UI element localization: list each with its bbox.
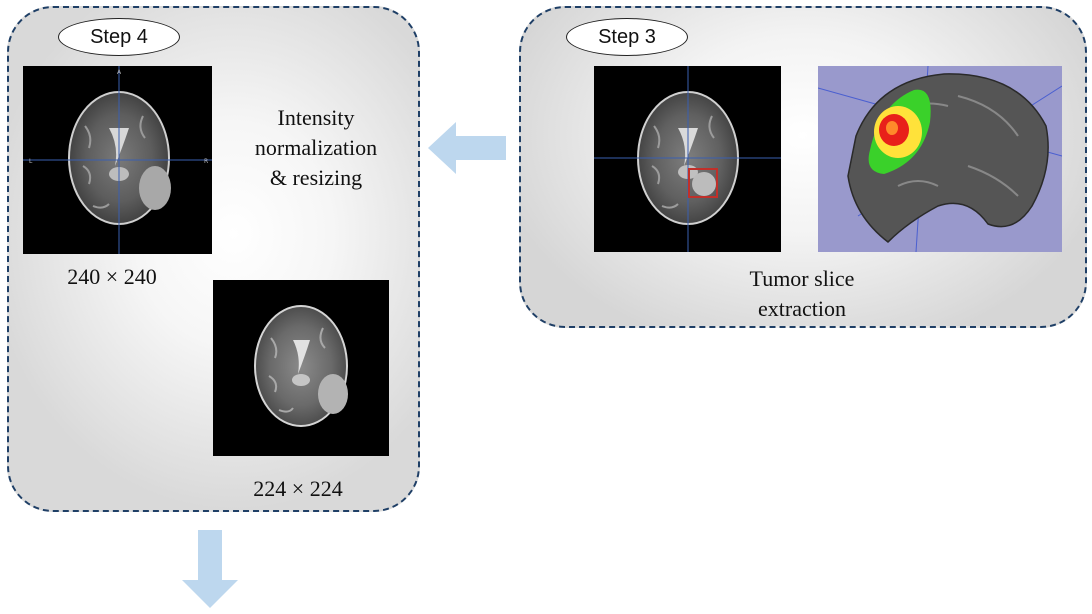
mri-slice-224 — [213, 280, 389, 456]
arrow-down-icon — [182, 530, 238, 608]
step3-caption: Tumor slice extraction — [702, 264, 902, 324]
axis-mark-l: L — [29, 158, 33, 165]
caption-line-2: extraction — [758, 296, 846, 321]
mri-slice-224-graphic — [254, 305, 348, 427]
caption-line-1: Tumor slice — [749, 266, 855, 291]
step4-description: Intensity normalization & resizing — [226, 103, 406, 193]
size-original-label: 240 × 240 — [67, 264, 157, 289]
tumor-3d-graphic — [818, 66, 1062, 252]
desc-line-3: & resizing — [269, 165, 363, 190]
tumor-3d-render — [818, 66, 1062, 252]
mri-slice-240: A L R — [23, 66, 212, 254]
tumor-slice-graphic — [594, 66, 781, 252]
desc-line-1: Intensity — [277, 105, 355, 130]
step4-label: Step 4 — [58, 18, 180, 56]
step3-label: Step 3 — [566, 18, 688, 56]
axis-mark-a: A — [117, 69, 122, 76]
desc-line-2: normalization — [254, 135, 378, 160]
roi-box — [688, 168, 718, 198]
tumor-slice-image — [594, 66, 781, 252]
size-resized-label: 224 × 224 — [253, 476, 343, 501]
axis-mark-r: R — [204, 158, 208, 165]
mri-slice-240-graphic: A L R — [23, 66, 212, 254]
arrow-left-icon — [428, 122, 506, 174]
